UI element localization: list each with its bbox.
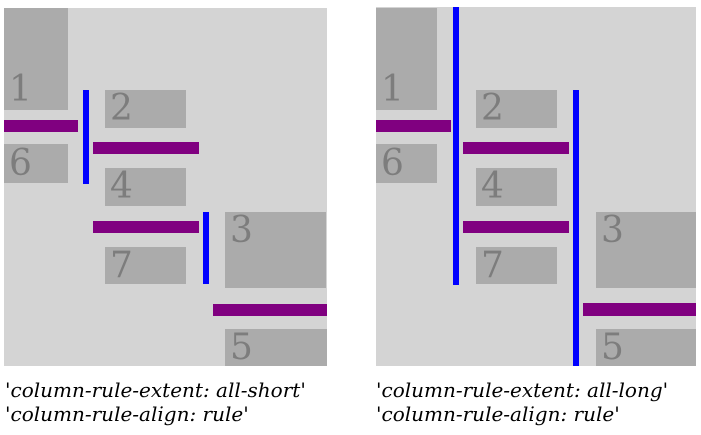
- column-spanner-bar: [93, 142, 199, 154]
- panel-all-long: 1 2 6 4 7 3 5: [376, 7, 696, 366]
- column-rule-line: [203, 212, 209, 284]
- block-number-label: 4: [481, 166, 504, 207]
- column-spanner-bar: [463, 142, 569, 154]
- column-spanner-bar: [4, 120, 78, 132]
- block-number-label: 6: [9, 142, 32, 184]
- content-block-2: 2: [476, 90, 557, 128]
- block-number-label: 7: [110, 244, 133, 286]
- block-number-label: 2: [481, 88, 504, 129]
- column-spanner-bar: [463, 221, 569, 233]
- caption-line-extent: 'column-rule-extent: all-short': [5, 378, 306, 402]
- column-spanner-bar: [93, 221, 199, 233]
- content-block-3: 3: [596, 212, 696, 288]
- block-number-label: 1: [9, 69, 32, 110]
- caption-line-align: 'column-rule-align: rule': [376, 402, 620, 426]
- column-rule-line: [453, 7, 459, 285]
- content-block-6: 6: [376, 144, 437, 183]
- content-block-3: 3: [225, 212, 326, 288]
- column-spanner-bar: [583, 303, 696, 316]
- column-spanner-bar: [213, 304, 327, 316]
- column-rule-line: [573, 90, 579, 366]
- content-block-5: 5: [596, 329, 696, 366]
- content-block-7: 7: [476, 247, 557, 284]
- block-number-label: 3: [230, 210, 253, 251]
- caption-all-long: 'column-rule-extent: all-long' 'column-r…: [376, 378, 668, 426]
- content-block-4: 4: [105, 168, 186, 206]
- column-spanner-bar: [376, 120, 451, 132]
- content-block-6: 6: [4, 144, 68, 183]
- column-rule-line: [83, 90, 89, 184]
- content-block-5: 5: [225, 329, 327, 366]
- block-number-label: 4: [110, 166, 133, 207]
- content-block-2: 2: [105, 90, 186, 128]
- block-number-label: 1: [381, 69, 404, 110]
- block-number-label: 7: [481, 244, 504, 286]
- content-block-1: 1: [4, 8, 68, 110]
- block-number-label: 6: [381, 142, 404, 184]
- content-block-1: 1: [376, 8, 437, 110]
- caption-all-short: 'column-rule-extent: all-short' 'column-…: [5, 378, 306, 426]
- block-number-label: 5: [230, 326, 253, 368]
- content-block-7: 7: [105, 247, 186, 284]
- block-number-label: 3: [601, 210, 624, 251]
- panel-all-short: 1 2 6 4 7 3 5: [4, 8, 327, 366]
- block-number-label: 5: [601, 326, 624, 368]
- block-number-label: 2: [110, 88, 133, 129]
- content-block-4: 4: [476, 168, 557, 206]
- caption-line-align: 'column-rule-align: rule': [5, 402, 249, 426]
- caption-line-extent: 'column-rule-extent: all-long': [376, 378, 669, 402]
